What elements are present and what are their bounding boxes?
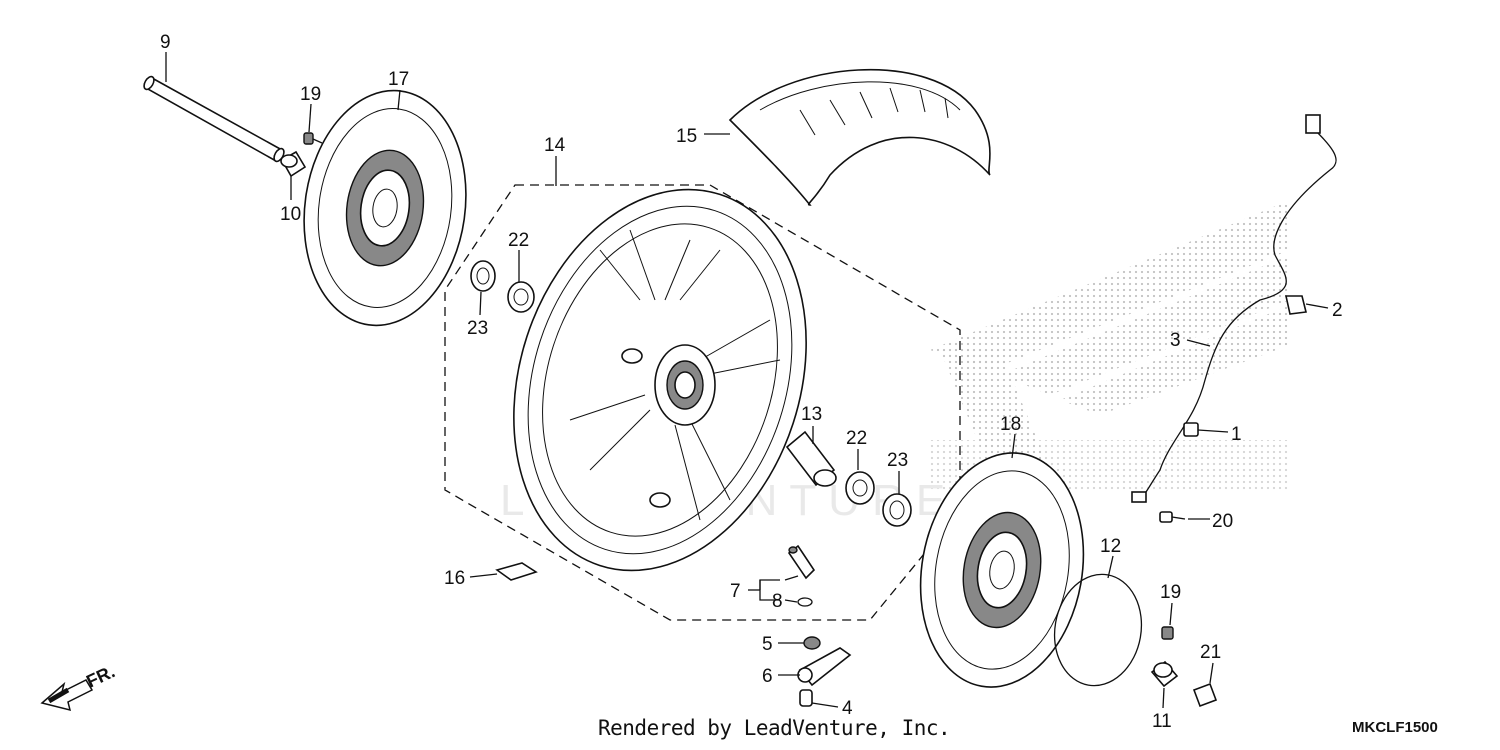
callout-20: 20 — [1212, 511, 1233, 532]
nut-part-5 — [803, 636, 821, 650]
pulser-ring — [1053, 573, 1143, 687]
callout-15: 15 — [676, 126, 697, 147]
callout-4: 4 — [842, 698, 853, 719]
collar-part-11 — [1150, 660, 1179, 688]
bolt-part-19-bottom — [1161, 626, 1174, 640]
callout-16: 16 — [444, 568, 465, 589]
dust-seal-left — [470, 260, 496, 292]
callout-10: 10 — [280, 204, 301, 225]
callout-8: 8 — [772, 591, 783, 612]
callout-13: 13 — [801, 404, 822, 425]
render-credit: Rendered by LeadVenture, Inc. — [598, 716, 951, 740]
axle-shaft — [143, 75, 285, 163]
balance-weight — [495, 562, 538, 581]
wheel-assembly-outline — [444, 184, 961, 621]
callout-18: 18 — [1000, 414, 1021, 435]
callout-12: 12 — [1100, 536, 1121, 557]
wheel-speed-sensor-wire — [1131, 114, 1337, 503]
callout-23-left: 23 — [467, 318, 488, 339]
callout-22-right: 22 — [846, 428, 867, 449]
screw-part-4 — [799, 689, 813, 707]
callout-22-left: 22 — [508, 230, 529, 251]
bolt-part-20 — [1159, 511, 1186, 523]
leader-lines — [165, 52, 1329, 709]
callout-19-bottom: 19 — [1160, 582, 1181, 603]
callout-6: 6 — [762, 666, 773, 687]
clip-part-2 — [1285, 295, 1307, 315]
bolt-part-21 — [1192, 682, 1218, 708]
callout-7: 7 — [730, 581, 741, 602]
diagram-code: MKCLF1500 — [1352, 719, 1438, 736]
bracket-part-6 — [797, 647, 852, 687]
callout-3: 3 — [1170, 330, 1181, 351]
callout-21: 21 — [1200, 642, 1221, 663]
callout-19-top: 19 — [300, 84, 321, 105]
front-tire — [728, 68, 991, 206]
distance-collar — [785, 430, 837, 487]
bolt-part-19-top — [303, 132, 323, 145]
o-ring-part-8 — [797, 597, 813, 607]
dust-seal-right — [882, 493, 912, 527]
bearing-left — [507, 281, 535, 313]
callout-17: 17 — [388, 69, 409, 90]
brake-disc-right — [919, 452, 1085, 688]
callout-labels: 9 19 17 10 14 22 23 15 3 2 1 13 22 23 18… — [160, 32, 1343, 732]
callout-2: 2 — [1332, 300, 1343, 321]
callout-9: 9 — [160, 32, 171, 53]
clamp-part-1 — [1183, 422, 1199, 437]
bearing-right — [845, 471, 875, 505]
callout-5: 5 — [762, 634, 773, 655]
collar-part-10 — [280, 150, 307, 178]
callout-11: 11 — [1152, 711, 1172, 732]
callout-23-right: 23 — [887, 450, 908, 471]
tire-valve — [787, 544, 816, 580]
callout-1: 1 — [1231, 424, 1242, 445]
callout-14: 14 — [544, 135, 566, 156]
front-direction-arrow: FR. — [40, 661, 118, 712]
brake-disc-left — [303, 89, 467, 327]
front-wheel — [513, 188, 807, 572]
